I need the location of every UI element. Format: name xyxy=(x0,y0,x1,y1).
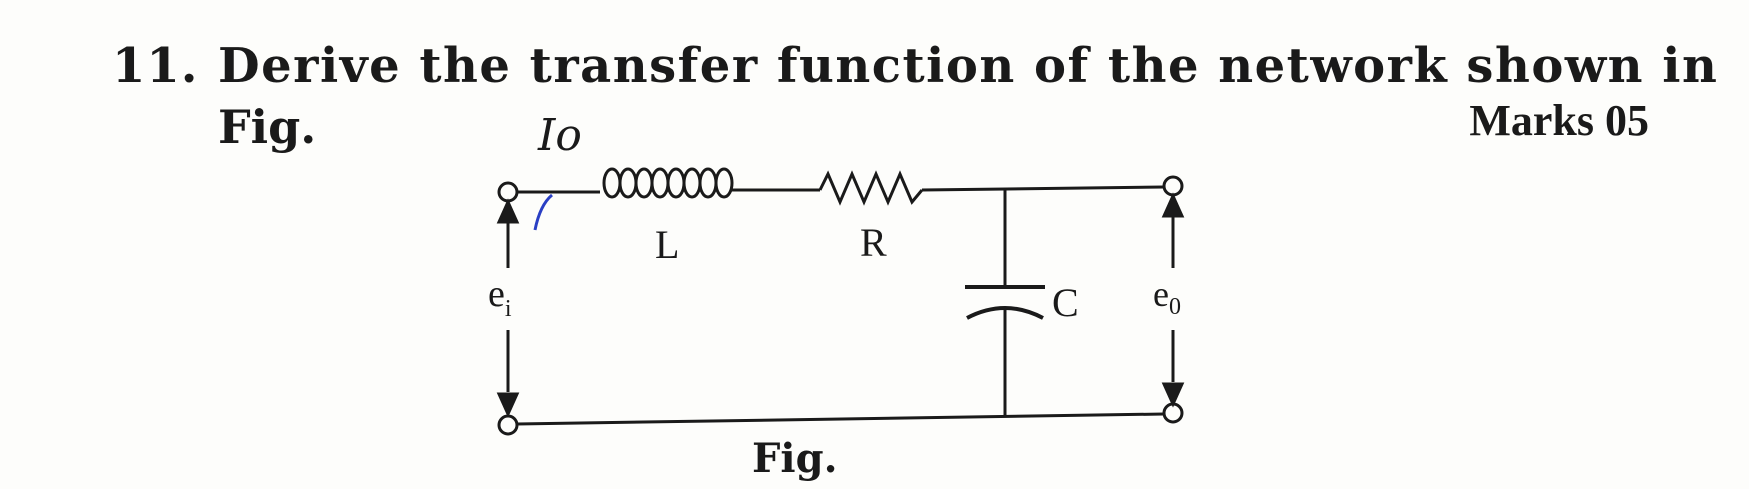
handwritten-arrow xyxy=(533,193,554,231)
resistor-symbol xyxy=(818,170,924,206)
handwritten-annotation: Io xyxy=(537,110,582,161)
wire-bottom xyxy=(516,412,1165,426)
input-voltage-label: ei xyxy=(488,273,512,322)
question-number: 11. xyxy=(112,38,199,94)
inductor-symbol xyxy=(602,167,734,199)
capacitor-label: C xyxy=(1052,280,1079,325)
question-text-line1: Derive the transfer function of the netw… xyxy=(218,38,1719,94)
output-voltage-label: e0 xyxy=(1153,274,1181,320)
input-terminal-top xyxy=(497,181,519,203)
input-terminal-bottom xyxy=(497,414,519,436)
question-text-line2: Fig. xyxy=(218,100,317,154)
wire-top-output xyxy=(921,185,1165,192)
marks-label: Marks 05 xyxy=(1469,96,1649,145)
input-voltage-arrow xyxy=(496,198,520,418)
inductor-label: L xyxy=(655,222,679,267)
resistor-label: R xyxy=(860,220,887,265)
figure-caption: Fig. xyxy=(752,435,838,482)
output-voltage-arrow xyxy=(1161,192,1185,408)
output-terminal-top xyxy=(1162,175,1184,197)
